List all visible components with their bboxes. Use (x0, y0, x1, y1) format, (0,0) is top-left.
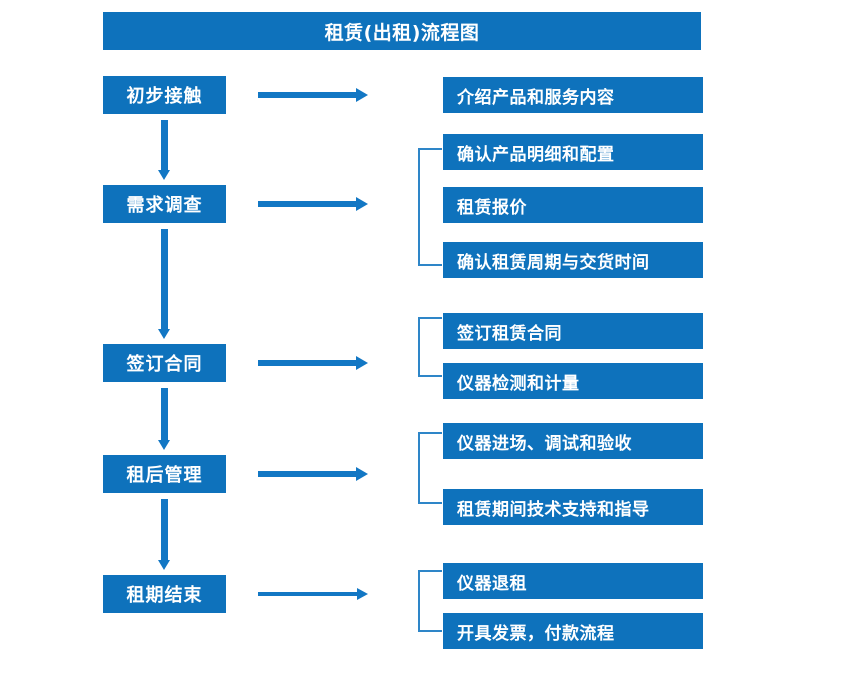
detail-box-6[interactable]: 仪器检测和计量 (443, 363, 703, 399)
stage-box-4[interactable]: 租后管理 (103, 455, 226, 493)
down-arrow-3 (158, 388, 171, 450)
down-arrow-4 (158, 499, 171, 570)
detail-box-10[interactable]: 开具发票，付款流程 (443, 613, 703, 649)
right-arrow-1 (258, 88, 368, 102)
detail-box-3[interactable]: 租赁报价 (443, 187, 703, 223)
down-arrow-1 (158, 120, 171, 180)
group-bracket-4 (418, 570, 442, 632)
detail-box-9[interactable]: 仪器退租 (443, 563, 703, 599)
down-arrow-2 (158, 229, 171, 339)
right-arrow-5 (258, 587, 368, 601)
right-arrow-4 (258, 467, 368, 481)
detail-box-7[interactable]: 仪器进场、调试和验收 (443, 423, 703, 459)
right-arrow-3 (258, 356, 368, 370)
detail-box-4[interactable]: 确认租赁周期与交货时间 (443, 242, 703, 278)
detail-box-2[interactable]: 确认产品明细和配置 (443, 134, 703, 170)
group-bracket-2 (418, 317, 442, 377)
right-arrow-2 (258, 197, 368, 211)
detail-box-1[interactable]: 介绍产品和服务内容 (443, 77, 703, 113)
flowchart-title: 租赁(出租)流程图 (103, 12, 701, 50)
detail-box-8[interactable]: 租赁期间技术支持和指导 (443, 489, 703, 525)
stage-box-5[interactable]: 租期结束 (103, 575, 226, 613)
stage-box-1[interactable]: 初步接触 (103, 76, 226, 114)
stage-box-2[interactable]: 需求调查 (103, 185, 226, 223)
group-bracket-3 (418, 432, 442, 504)
stage-box-3[interactable]: 签订合同 (103, 344, 226, 382)
group-bracket-1 (418, 148, 442, 266)
detail-box-5[interactable]: 签订租赁合同 (443, 313, 703, 349)
